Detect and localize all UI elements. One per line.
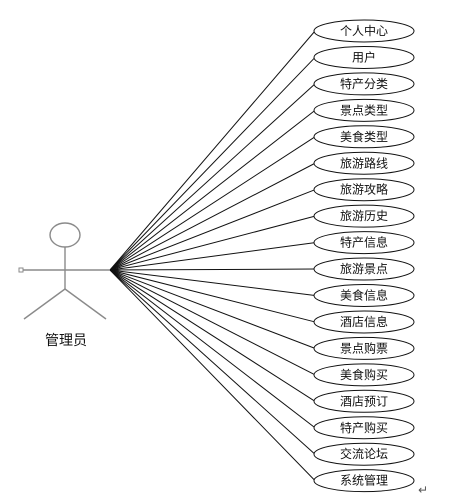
use-case-ellipse — [313, 469, 415, 493]
actor-right-leg — [64, 288, 107, 320]
use-case: 旅游路线 — [313, 151, 415, 175]
association-line — [109, 83, 316, 271]
use-case-ellipse — [313, 416, 415, 440]
use-case: 酒店信息 — [313, 310, 415, 334]
use-case-label: 系统管理 — [340, 473, 388, 488]
association-line — [109, 269, 316, 376]
association-line — [109, 269, 316, 402]
use-case-ellipse — [313, 151, 415, 175]
use-case: 特产信息 — [313, 231, 415, 255]
use-case-ellipse — [313, 231, 415, 255]
use-case: 美食类型 — [313, 125, 415, 149]
association-line — [109, 215, 316, 271]
use-case: 美食信息 — [313, 284, 415, 307]
association-line — [109, 242, 316, 271]
use-case-label: 旅游景点 — [340, 262, 388, 276]
use-case-label: 旅游攻略 — [340, 182, 388, 197]
use-case: 系统管理 — [313, 469, 415, 493]
use-case: 旅游攻略 — [313, 178, 415, 202]
use-case-list: 个人中心用户特产分类景点类型美食类型旅游路线旅游攻略旅游历史特产信息旅游景点美食… — [313, 19, 415, 493]
paragraph-mark: ↵ — [418, 483, 428, 497]
use-case-ellipse — [313, 284, 415, 307]
association-line — [109, 136, 316, 271]
use-case-label: 酒店信息 — [340, 314, 388, 329]
use-case: 酒店预订 — [313, 389, 415, 413]
use-case: 个人中心 — [313, 19, 415, 43]
association-line — [109, 30, 316, 271]
association-line — [109, 57, 316, 271]
association-line — [109, 109, 316, 271]
use-case-ellipse — [313, 204, 415, 228]
use-case-label: 特产分类 — [340, 76, 388, 91]
use-case-label: 特产信息 — [340, 235, 388, 250]
use-case-label: 个人中心 — [340, 23, 388, 38]
use-case-ellipse — [313, 125, 415, 149]
association-line — [109, 162, 316, 271]
association-line — [109, 269, 316, 349]
use-case: 用户 — [313, 45, 415, 69]
use-case: 旅游景点 — [313, 257, 415, 281]
actor-stick-figure — [18, 222, 110, 320]
use-case-label: 旅游路线 — [340, 155, 388, 170]
use-case-ellipse — [313, 98, 415, 122]
use-case-label: 景点购票 — [340, 340, 388, 355]
use-case-label: 酒店预订 — [340, 394, 388, 408]
use-case-label: 旅游历史 — [340, 209, 388, 223]
use-case-ellipse — [313, 178, 415, 202]
use-case-label: 美食类型 — [340, 129, 388, 144]
use-case-ellipse — [313, 310, 415, 334]
use-case-label: 用户 — [352, 49, 376, 64]
actor-arm-handle — [18, 267, 24, 273]
association-line — [109, 269, 316, 481]
use-case-label: 美食购买 — [340, 367, 388, 382]
association-line — [109, 269, 316, 296]
use-case: 旅游历史 — [313, 204, 415, 228]
use-case: 景点类型 — [313, 98, 415, 122]
use-case-label: 景点类型 — [340, 103, 388, 117]
use-case: 美食购买 — [313, 363, 415, 387]
association-line — [109, 269, 316, 323]
use-case: 交流论坛 — [313, 442, 415, 466]
actor-head — [49, 222, 81, 248]
use-case: 特产购买 — [313, 416, 415, 440]
use-case-ellipse — [313, 363, 415, 387]
use-case-ellipse — [313, 45, 415, 69]
actor-label: 管理员 — [45, 333, 87, 349]
use-case: 景点购票 — [313, 336, 415, 360]
association-line — [109, 269, 316, 455]
use-case-label: 特产购买 — [340, 420, 388, 435]
use-case-label: 交流论坛 — [340, 446, 388, 461]
actor-left-leg — [23, 288, 66, 320]
use-case-ellipse — [313, 257, 415, 281]
use-case-ellipse — [313, 389, 415, 413]
association-line — [109, 269, 316, 429]
association-lines — [109, 30, 316, 481]
use-case: 特产分类 — [313, 72, 415, 96]
association-line — [109, 189, 316, 271]
use-case-ellipse — [313, 19, 415, 43]
use-case-ellipse — [313, 336, 415, 360]
use-case-ellipse — [313, 72, 415, 96]
use-case-label: 美食信息 — [340, 288, 388, 303]
association-line — [109, 268, 316, 271]
use-case-ellipse — [313, 442, 415, 466]
